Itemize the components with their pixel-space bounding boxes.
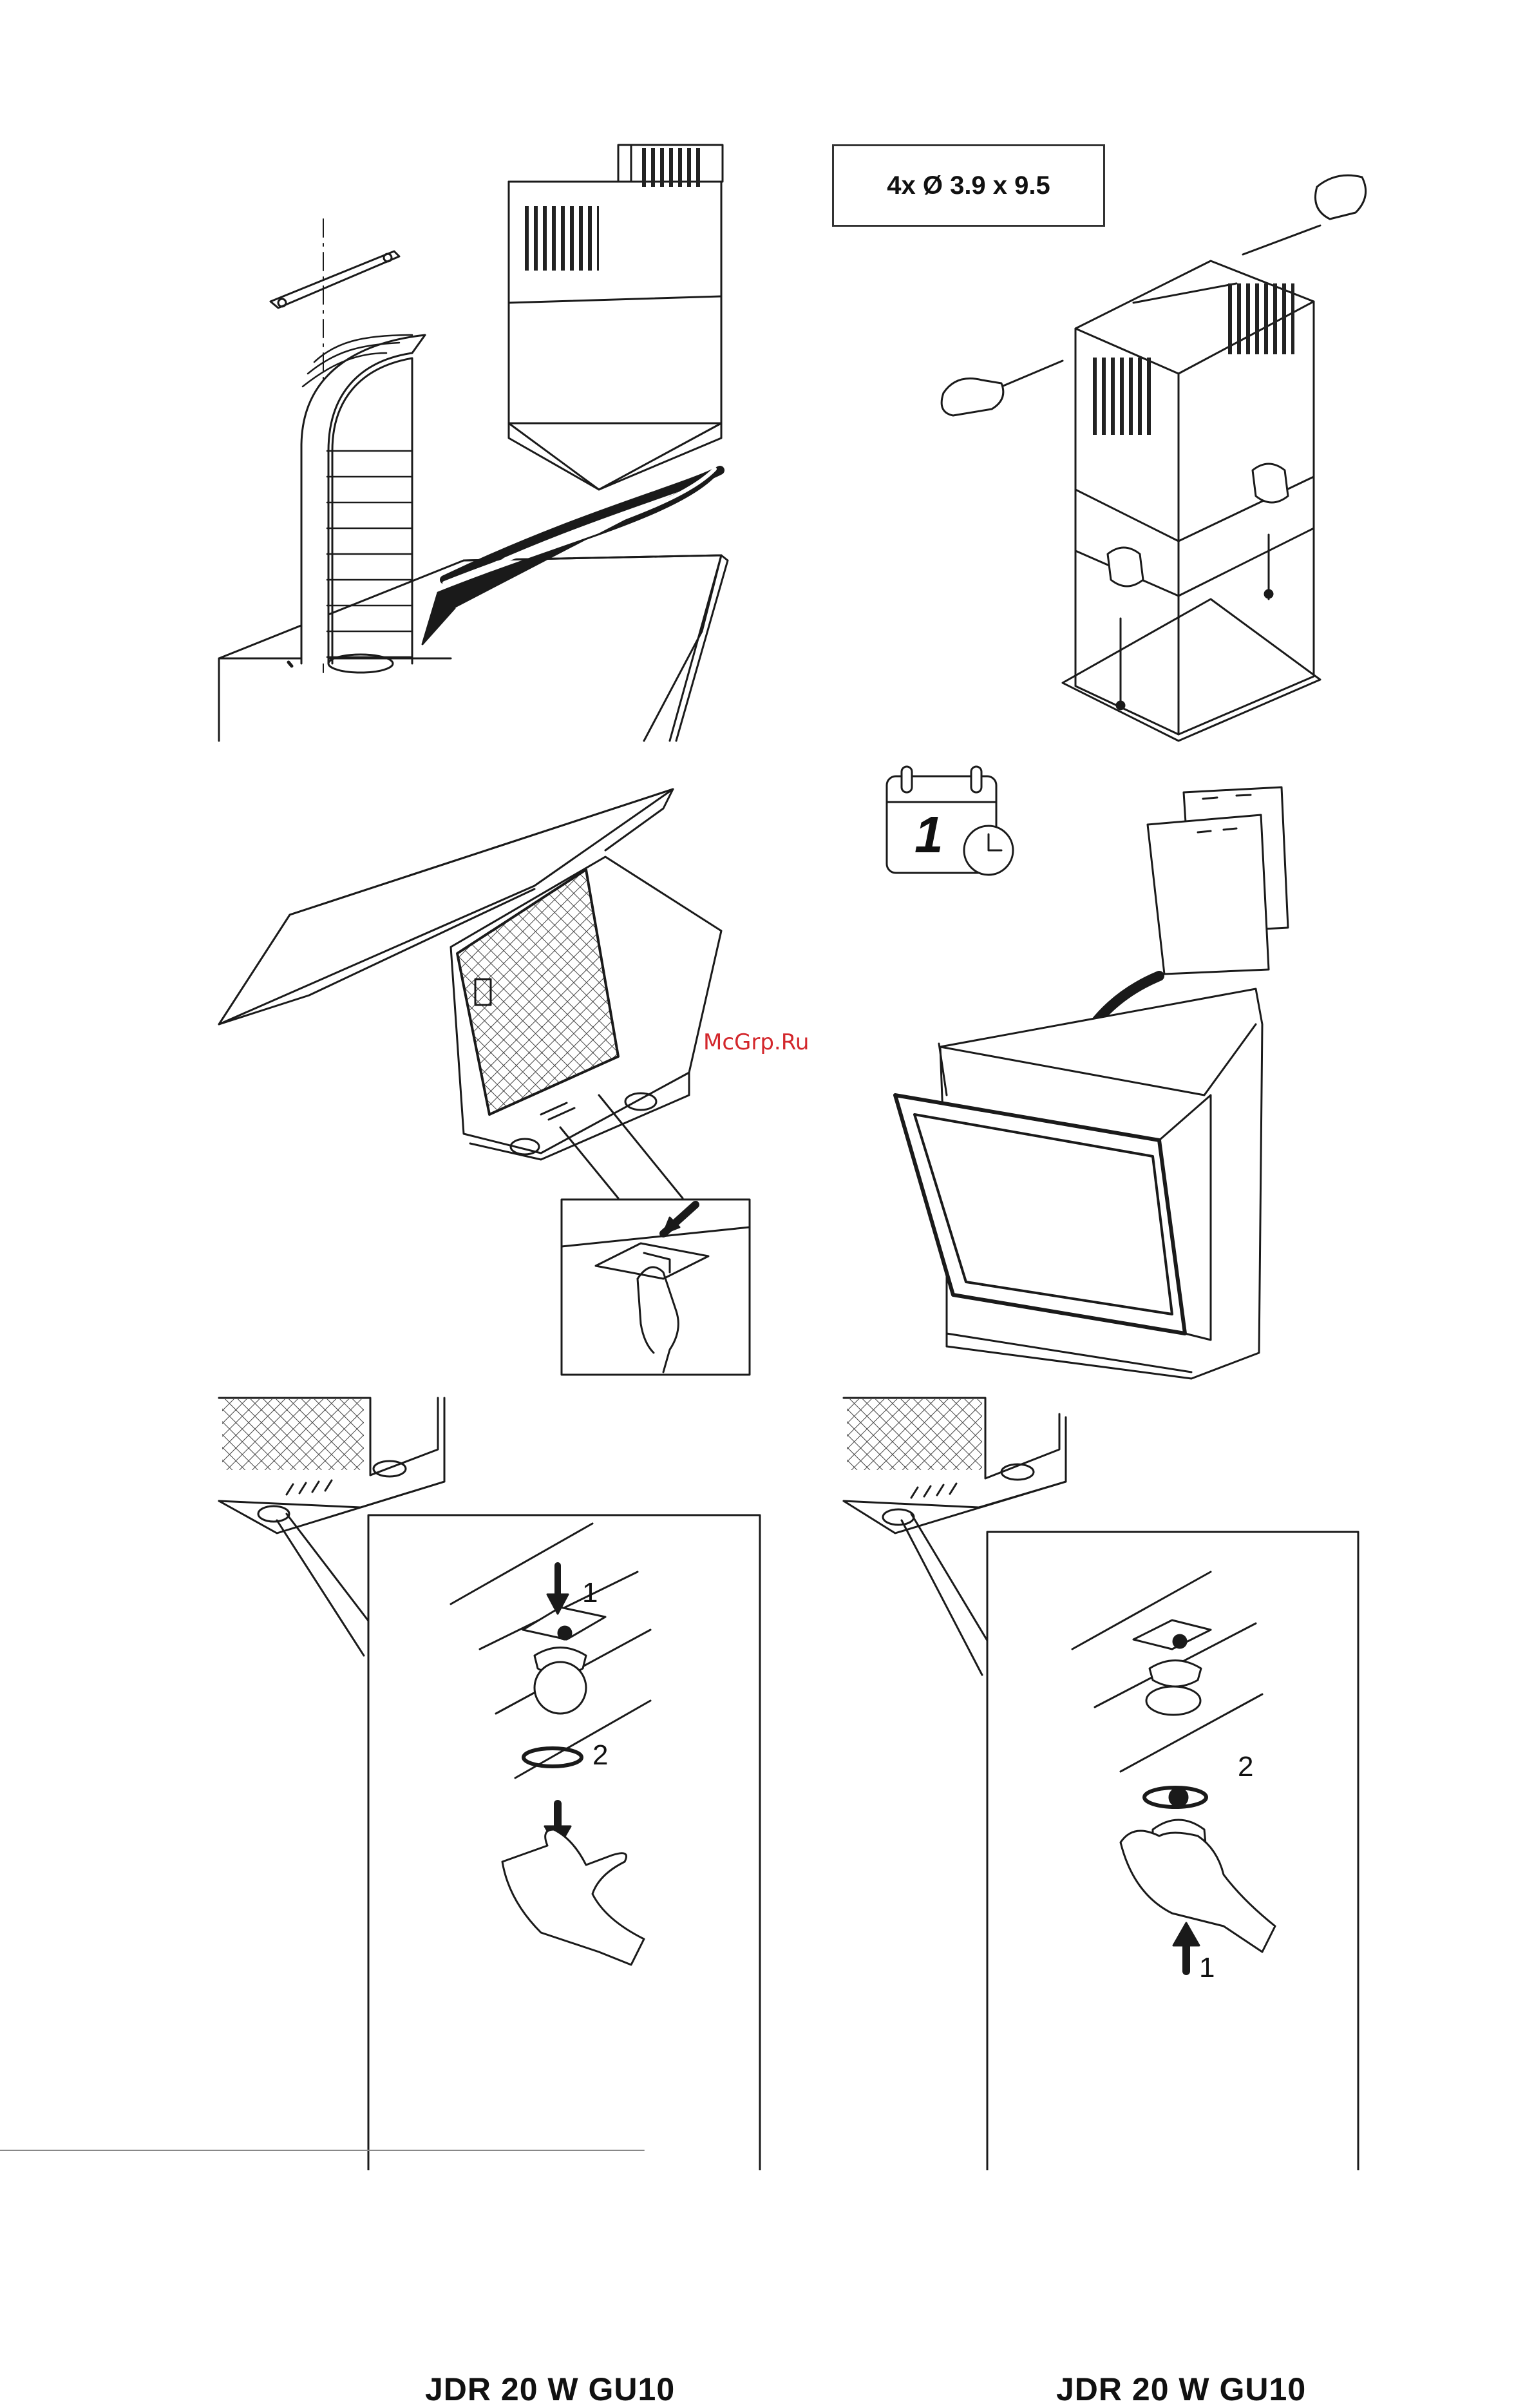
calendar-day-number: 1 [914,805,943,865]
lamp-code-right: JDR 20 W GU10 [1056,2371,1306,2408]
lamp-code-left: JDR 20 W GU10 [425,2371,675,2408]
watermark: McGrp.Ru [703,1029,809,1055]
step-2-label-left: 2 [592,1739,608,1772]
filter-wash-illustration [887,767,1288,1379]
screw-spec-label: 4x Ø 3.9 x 9.5 [832,144,1105,227]
step-2-label-right: 2 [1238,1751,1253,1783]
instruction-drawings [0,0,1534,2170]
step-1-label-right: 1 [1199,1952,1215,1984]
chimney-fixing-illustration [942,175,1365,741]
filter-removal-illustration [219,789,750,1375]
lamp-removal-illustration [219,1398,760,2170]
lamp-insertion-illustration [844,1398,1358,2170]
step-1-label-left: 1 [582,1577,598,1609]
duct-installation-illustration [219,145,728,741]
